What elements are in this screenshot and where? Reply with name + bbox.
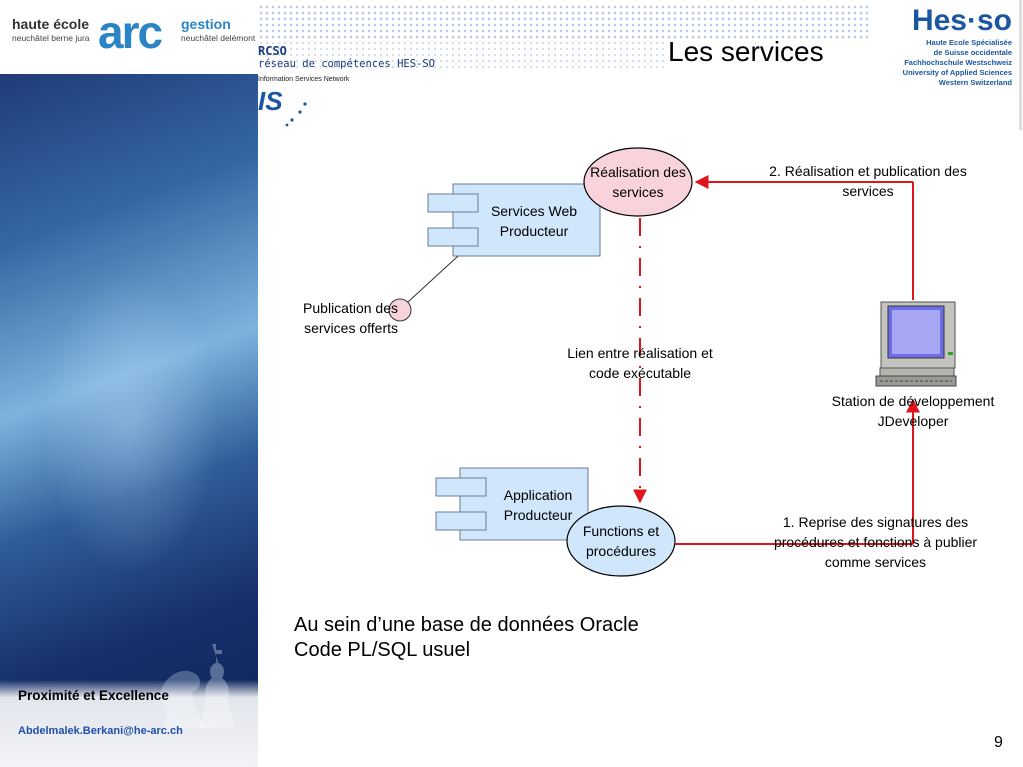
application-component — [435, 467, 589, 541]
application-label: Application Producteur — [503, 487, 573, 523]
hes-so-logo: Hes·so Haute Ecole Spécialisée de Suisse… — [872, 4, 1012, 88]
arc-right-subtitle: neuchâtel delémont — [181, 33, 256, 43]
footer-email-link[interactable]: Abdelmalek.Berkani@he-arc.ch — [18, 725, 183, 737]
functions-label: Functions et procédures — [582, 523, 660, 559]
slide-header: haute école neuchâtel berne jura arc ges… — [0, 0, 1023, 130]
services-diagram: Réalisation des services Services Web Pr… — [258, 130, 1023, 767]
arc-right-title: gestion — [181, 16, 231, 32]
isn-caption: Information Services Network — [258, 76, 350, 83]
realisation-label: Réalisation des services — [590, 164, 686, 200]
page-title: Les services — [668, 36, 824, 67]
is-logo: IS — [258, 86, 283, 116]
dotted-banner-lower — [258, 40, 668, 70]
page-number: 9 — [994, 734, 1003, 751]
hes-so-line: Fachhochschule Westschweiz — [904, 58, 1012, 67]
link-label: Lien entre réalisation et code exécutabl… — [567, 345, 713, 381]
hes-so-line: Western Switzerland — [938, 78, 1012, 87]
hes-so-wordmark: Hes·so — [911, 4, 1012, 37]
rcso-title: RCSO — [258, 44, 287, 58]
arc-wordmark: arc — [98, 6, 163, 58]
hes-so-line: de Suisse occidentale — [933, 48, 1012, 57]
publication-label: Publication des services offerts — [303, 300, 398, 336]
step2-label: 2. Réalisation et publication des servic… — [769, 163, 967, 199]
workstation-computer-icon — [875, 301, 957, 387]
hes-so-line: University of Applied Sciences — [902, 68, 1012, 77]
footer-slogan: Proximité et Excellence — [18, 688, 169, 703]
publication-interface-circle — [388, 298, 412, 322]
footer-band — [0, 680, 258, 767]
arc-left-subtitle: neuchâtel berne jura — [12, 33, 90, 43]
oracle-context-line2: Code PL/SQL usuel — [294, 639, 471, 661]
rcso-subtitle: réseau de compétences HES-SO — [258, 58, 436, 70]
interface-line — [407, 255, 459, 303]
dotted-banner — [258, 4, 870, 40]
services-web-component — [427, 183, 601, 257]
right-edge-rule — [1019, 0, 1022, 130]
diagram-canvas — [388, 147, 957, 577]
sidebar-glow — [40, 274, 220, 574]
services-web-label: Services Web Producteur — [490, 203, 578, 239]
realisation-ellipse — [583, 147, 693, 217]
is-logo-dots-icon — [285, 102, 307, 127]
arc-left-title: haute école — [12, 16, 90, 32]
decorative-sidebar — [0, 74, 258, 767]
rcso-logo: RCSO réseau de compétences HES-SO — [258, 44, 435, 70]
station-label: Station de développement JDeveloper — [831, 393, 995, 429]
step1-label: 1. Reprise des signatures des procédures… — [773, 514, 978, 570]
oracle-context-line1: Au sein d’une base de données Oracle — [294, 614, 639, 636]
hes-so-line: Haute Ecole Spécialisée — [926, 38, 1012, 47]
functions-ellipse — [566, 505, 676, 577]
he-arc-logo: haute école neuchâtel berne jura arc ges… — [0, 0, 258, 74]
